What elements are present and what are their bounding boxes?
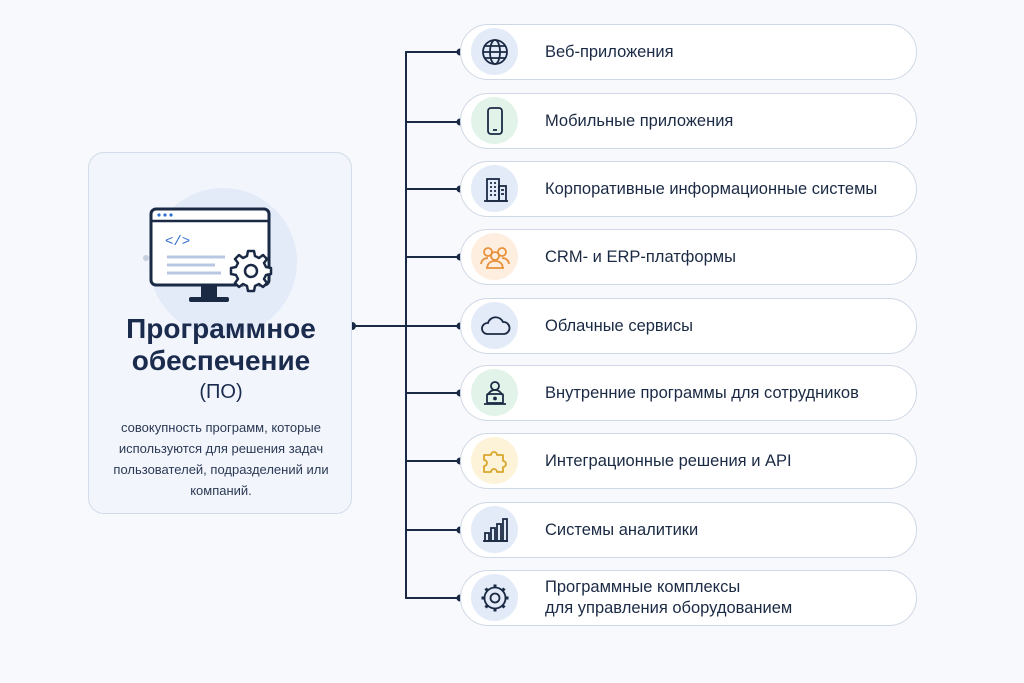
decorative-dot (143, 255, 149, 261)
globe-icon (471, 28, 518, 75)
item-label: Облачные сервисы (545, 316, 694, 335)
item-label: CRM- и ERP-платформы (545, 247, 736, 266)
item-web-apps: Веб-приложения (460, 24, 917, 80)
item-label: Интеграционные решения и API (545, 451, 792, 470)
monitor-code-gear-icon: </> (149, 207, 273, 302)
item-crm-erp: CRM- и ERP-платформы (460, 229, 917, 285)
item-label: Системы аналитики (545, 520, 699, 539)
item-label: Мобильные приложения (545, 111, 734, 130)
building-icon (471, 165, 518, 212)
smartphone-icon (471, 97, 518, 144)
cloud-icon (471, 302, 518, 349)
puzzle-icon (471, 437, 518, 484)
item-integration-api: Интеграционные решения и API (460, 433, 917, 489)
main-title-abbreviation: (ПО) (199, 381, 243, 403)
item-mobile-apps: Мобильные приложения (460, 93, 917, 149)
item-label: Корпоративные информационные системы (545, 179, 878, 198)
item-equipment-software: Программные комплексы для управления обо… (460, 570, 917, 626)
software-card: </> Программное обеспечение (ПО) совокуп… (88, 152, 352, 514)
item-analytics: Системы аналитики (460, 502, 917, 558)
users-icon (471, 233, 518, 280)
item-label: Внутренние программы для сотрудников (545, 383, 859, 402)
bar-chart-icon (471, 506, 518, 553)
gear-icon (471, 574, 518, 621)
item-cloud-services: Облачные сервисы (460, 298, 917, 354)
svg-text:</>: </> (165, 234, 190, 250)
item-corporate-systems: Корпоративные информационные системы (460, 161, 917, 217)
main-title: Программное обеспечение (126, 313, 316, 376)
employee-laptop-icon (471, 369, 518, 416)
item-internal-programs: Внутренние программы для сотрудников (460, 365, 917, 421)
main-description: совокупность программ, которые использую… (113, 420, 329, 498)
item-label: Программные комплексы для управления обо… (545, 578, 793, 617)
item-label: Веб-приложения (545, 42, 674, 61)
